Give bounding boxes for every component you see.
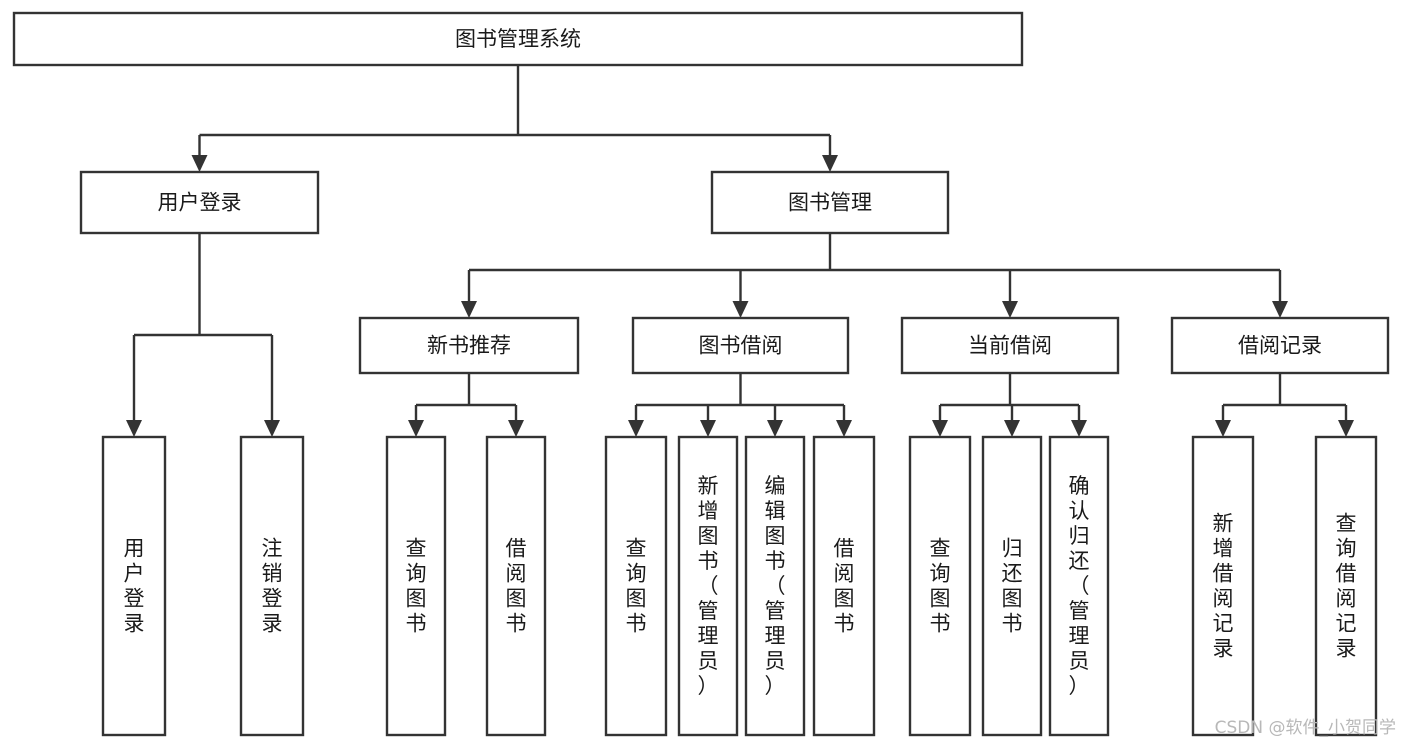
arrow-head-icon (1002, 301, 1018, 318)
arrow-head-icon (836, 420, 852, 437)
nodes-layer: 图书管理系统用户登录用户登录注销登录图书管理新书推荐查询图书借阅图书图书借阅查询… (12, 11, 1390, 737)
node-label-注销登录: 注销登录 (262, 537, 283, 636)
node-box-编辑图书管理员[interactable] (744, 435, 806, 737)
node-查询图书[interactable]: 查询图书 (385, 435, 447, 737)
node-确认归还管理员[interactable]: 确认归还（管理员） (1048, 435, 1110, 737)
node-label-图书借阅: 图书借阅 (699, 334, 783, 358)
node-查询借阅记录[interactable]: 查询借阅记录 (1314, 435, 1378, 737)
arrow-head-icon (932, 420, 948, 437)
node-归还图书[interactable]: 归还图书 (981, 435, 1043, 737)
node-label-查询图书: 查询图书 (930, 537, 951, 636)
node-label-借阅记录: 借阅记录 (1238, 334, 1322, 358)
node-label-借阅图书: 借阅图书 (834, 537, 855, 636)
node-label-归还图书: 归还图书 (1002, 537, 1023, 636)
connectors-layer (126, 65, 1354, 437)
arrow-head-icon (461, 301, 477, 318)
node-box-归还图书[interactable] (981, 435, 1043, 737)
node-图书管理[interactable]: 图书管理 (710, 170, 950, 235)
node-label-新增借阅记录: 新增借阅记录 (1213, 512, 1234, 661)
node-借阅记录[interactable]: 借阅记录 (1170, 316, 1390, 375)
arrow-head-icon (508, 420, 524, 437)
node-box-图书管理系统[interactable] (12, 11, 1024, 67)
arrow-head-icon (700, 420, 716, 437)
node-label-编辑图书管理员: 编辑图书（管理员） (765, 474, 786, 698)
node-查询图书[interactable]: 查询图书 (908, 435, 972, 737)
node-借阅图书[interactable]: 借阅图书 (812, 435, 876, 737)
node-label-查询图书: 查询图书 (406, 537, 427, 636)
node-box-图书借阅[interactable] (631, 316, 850, 375)
node-box-新增图书管理员[interactable] (677, 435, 739, 737)
node-label-用户登录: 用户登录 (124, 537, 145, 636)
arrow-head-icon (628, 420, 644, 437)
node-box-查询图书[interactable] (604, 435, 668, 737)
node-新增借阅记录[interactable]: 新增借阅记录 (1191, 435, 1255, 737)
node-label-图书管理: 图书管理 (788, 191, 872, 215)
node-label-新书推荐: 新书推荐 (427, 334, 511, 358)
arrow-head-icon (822, 155, 838, 172)
node-box-图书管理[interactable] (710, 170, 950, 235)
node-label-新增图书管理员: 新增图书（管理员） (698, 474, 719, 698)
arrow-head-icon (1004, 420, 1020, 437)
arrow-head-icon (1272, 301, 1288, 318)
node-当前借阅[interactable]: 当前借阅 (900, 316, 1120, 375)
arrow-head-icon (408, 420, 424, 437)
node-box-注销登录[interactable] (239, 435, 305, 737)
node-box-查询图书[interactable] (385, 435, 447, 737)
node-box-新书推荐[interactable] (358, 316, 580, 375)
node-box-用户登录[interactable] (101, 435, 167, 737)
node-box-用户登录[interactable] (79, 170, 320, 235)
node-label-用户登录: 用户登录 (158, 191, 242, 215)
node-label-借阅图书: 借阅图书 (506, 537, 527, 636)
node-label-图书管理系统: 图书管理系统 (455, 27, 581, 51)
node-box-借阅图书[interactable] (812, 435, 876, 737)
arrow-head-icon (126, 420, 142, 437)
node-图书借阅[interactable]: 图书借阅 (631, 316, 850, 375)
node-查询图书[interactable]: 查询图书 (604, 435, 668, 737)
node-box-新增借阅记录[interactable] (1191, 435, 1255, 737)
node-编辑图书管理员[interactable]: 编辑图书（管理员） (744, 435, 806, 737)
node-用户登录[interactable]: 用户登录 (101, 435, 167, 737)
csdn-watermark: CSDN @软件_小贺同学 (1215, 718, 1396, 738)
arrow-head-icon (1338, 420, 1354, 437)
arrow-head-icon (767, 420, 783, 437)
node-label-确认归还管理员: 确认归还（管理员） (1069, 474, 1090, 698)
node-label-当前借阅: 当前借阅 (968, 334, 1052, 358)
node-box-查询图书[interactable] (908, 435, 972, 737)
node-box-借阅记录[interactable] (1170, 316, 1390, 375)
node-label-查询借阅记录: 查询借阅记录 (1336, 512, 1357, 661)
arrow-head-icon (1215, 420, 1231, 437)
arrow-head-icon (732, 301, 749, 318)
node-box-查询借阅记录[interactable] (1314, 435, 1378, 737)
node-新增图书管理员[interactable]: 新增图书（管理员） (677, 435, 739, 737)
node-借阅图书[interactable]: 借阅图书 (485, 435, 547, 737)
node-新书推荐[interactable]: 新书推荐 (358, 316, 580, 375)
arrow-head-icon (1071, 420, 1087, 437)
node-box-借阅图书[interactable] (485, 435, 547, 737)
node-label-查询图书: 查询图书 (626, 537, 647, 636)
node-box-当前借阅[interactable] (900, 316, 1120, 375)
node-用户登录[interactable]: 用户登录 (79, 170, 320, 235)
arrow-head-icon (264, 420, 280, 437)
node-box-确认归还管理员[interactable] (1048, 435, 1110, 737)
arrow-head-icon (191, 155, 208, 172)
node-图书管理系统[interactable]: 图书管理系统 (12, 11, 1024, 67)
node-注销登录[interactable]: 注销登录 (239, 435, 305, 737)
